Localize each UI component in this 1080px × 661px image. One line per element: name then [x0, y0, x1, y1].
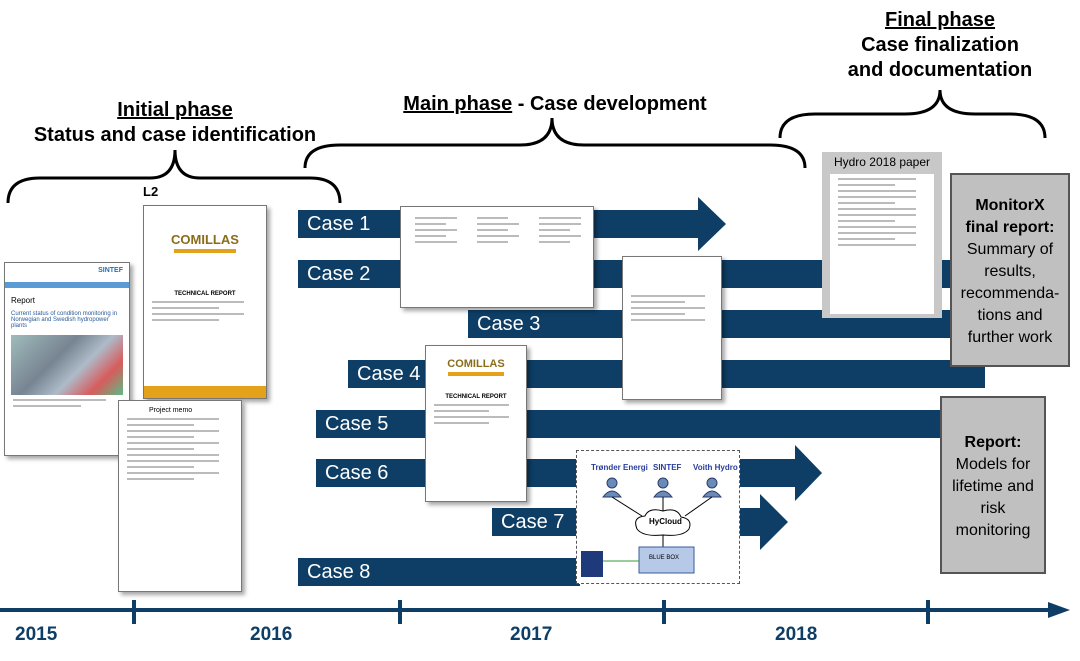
final-report-text: Summary of results, recommenda-tions and…	[960, 241, 1060, 346]
architecture-diagram: Trønder Energi SINTEF Voith Hydro HyClou…	[576, 450, 740, 584]
voith-label: Voith Hydro	[693, 463, 738, 472]
main-phase-subtitle: - Case development	[512, 93, 707, 115]
tick-1	[132, 600, 136, 624]
report-box-text: Models for lifetime and risk monitoring	[952, 456, 1034, 539]
initial-phase-subtitle: Status and case identification	[33, 124, 317, 146]
user-icon-1	[606, 477, 618, 489]
initial-brace	[6, 149, 342, 204]
report-subtitle: Current status of condition monitoring i…	[11, 311, 118, 329]
hydro-paper-frame: Hydro 2018 paper	[822, 152, 942, 318]
year-2018: 2018	[775, 624, 818, 645]
l2-label: L2	[143, 184, 159, 199]
server-icon	[581, 551, 603, 577]
architecture-svg	[581, 477, 723, 577]
project-memo-title: Project memo	[149, 407, 193, 414]
case-5-label: Case 5	[325, 413, 389, 435]
trondelag-label: Trønder Energi	[591, 463, 648, 472]
year-2017: 2017	[510, 624, 553, 645]
case-6-label: Case 6	[325, 462, 389, 484]
comillas-logo-1: COMILLAS	[171, 232, 239, 247]
user-icon-3	[706, 477, 718, 489]
case-7-label: Case 7	[501, 511, 565, 533]
report-title: Report	[11, 296, 36, 305]
case-8-arrow	[298, 558, 580, 586]
initial-phase-title: Initial phase	[117, 99, 233, 121]
case-1-label: Case 1	[307, 213, 371, 235]
main-phase-title: Main phase	[403, 93, 513, 115]
case-3-label: Case 3	[477, 313, 541, 335]
sintef-label: SINTEF	[653, 463, 682, 472]
year-2015: 2015	[15, 624, 58, 645]
hycloud-label: HyCloud	[649, 517, 682, 526]
report-box: Report: Models for lifetime and risk mon…	[940, 396, 1046, 574]
tick-3	[662, 600, 666, 624]
final-brace	[778, 89, 1047, 139]
bluebox-label: BLUE BOX	[649, 555, 680, 561]
final-report-bold: MonitorX final report:	[965, 197, 1055, 236]
case-6-arrow	[316, 445, 822, 501]
technical-report-title-1: TECHNICAL REPORT	[174, 291, 236, 297]
final-phase-line3: and documentation	[847, 59, 1033, 81]
final-phase-title: Final phase	[884, 9, 996, 31]
bluebox-rect	[638, 546, 695, 574]
case-1-paper-doc	[400, 206, 594, 308]
project-memo-doc: Project memo	[118, 400, 242, 592]
final-report-box: MonitorX final report: Summary of result…	[950, 173, 1070, 367]
comillas-logo-2: COMILLAS	[447, 358, 505, 370]
user-icon-2	[657, 477, 669, 489]
comillas-technical-report-2: COMILLAS TECHNICAL REPORT	[425, 345, 527, 502]
case-4-label: Case 4	[357, 363, 421, 385]
sintef-status-report: SINTEF Report Current status of conditio…	[4, 262, 130, 456]
year-2016: 2016	[250, 624, 293, 645]
case-5-arrow	[316, 410, 942, 438]
case-2-3-paper-doc	[622, 256, 722, 400]
hydro-paper-label: Hydro 2018 paper	[833, 155, 931, 169]
final-phase-heading: Final phase Case finalization and docume…	[835, 8, 1045, 83]
report-box-bold: Report:	[964, 434, 1022, 451]
comillas-technical-report-1: COMILLAS TECHNICAL REPORT	[143, 205, 267, 399]
technical-report-title-2: TECHNICAL REPORT	[445, 394, 507, 400]
tick-4	[926, 600, 930, 624]
case-2-label: Case 2	[307, 263, 371, 285]
final-phase-line2: Case finalization	[861, 34, 1019, 56]
timeline-axis	[0, 600, 1070, 624]
tick-2	[398, 600, 402, 624]
main-phase-heading: Main phase - Case development	[400, 92, 710, 117]
sintef-logo: SINTEF	[98, 267, 123, 274]
main-brace	[303, 117, 807, 169]
case-8-label: Case 8	[307, 561, 371, 583]
initial-phase-heading: Initial phase Status and case identifica…	[30, 98, 320, 148]
